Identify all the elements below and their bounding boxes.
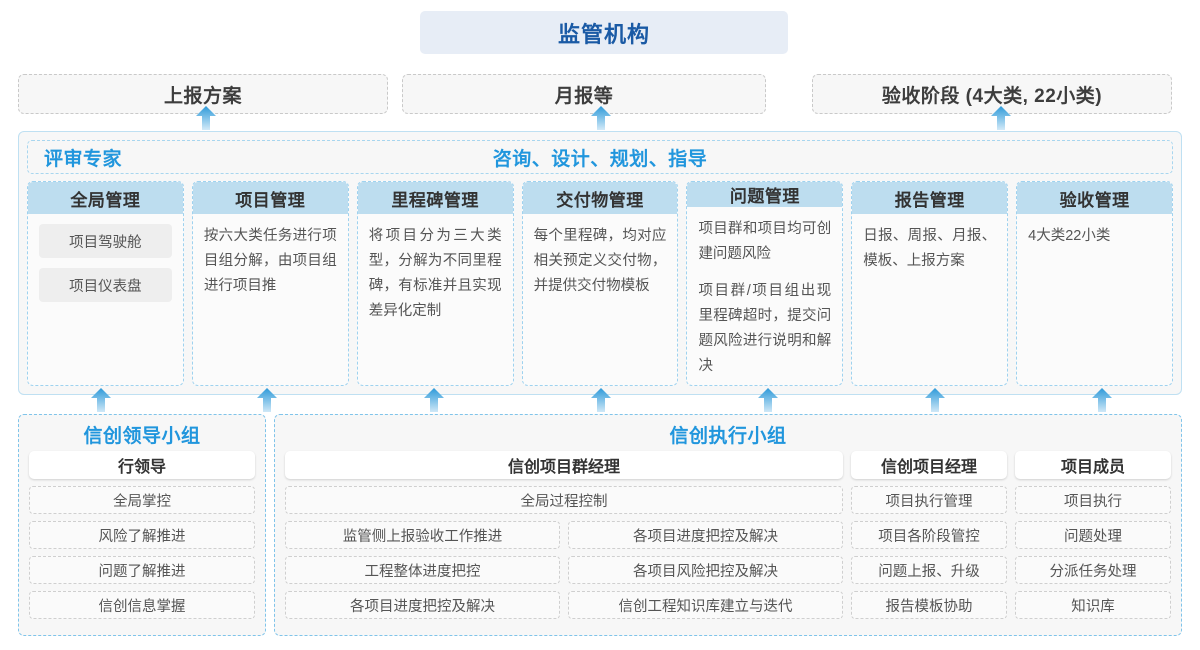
role-item[interactable]: 风险了解推进: [29, 521, 255, 549]
column-paragraph: 每个里程碑，均对应相关预定义交付物，并提供交付物模板: [533, 228, 667, 294]
role-item[interactable]: 问题上报、升级: [851, 556, 1007, 584]
report-row: 上报方案 月报等 验收阶段 (4大类, 22小类): [18, 74, 1182, 114]
role-column-bank-leader: 行领导 全局掌控 风险了解推进 问题了解推进 信创信息掌握: [29, 451, 255, 625]
capability-column-project-management[interactable]: 项目管理 按六大类任务进行项目组分解，由项目组进行项目推: [191, 181, 349, 386]
capability-column-deliverable-management[interactable]: 交付物管理 每个里程碑，均对应相关预定义交付物，并提供交付物模板: [521, 181, 679, 386]
column-body: 4大类22小类: [1017, 214, 1172, 385]
role-item[interactable]: 分派任务处理: [1015, 556, 1171, 584]
role-item[interactable]: 问题了解推进: [29, 556, 255, 584]
team-execution-group: 信创执行小组 信创项目群经理 全局过程控制 监管侧上报验收工作推进 各项目进度把…: [274, 414, 1182, 636]
arrow-up-icon: [991, 106, 1011, 130]
role-item[interactable]: 项目执行: [1015, 486, 1171, 514]
capability-title-consulting: 咨询、设计、规划、指导: [492, 148, 708, 170]
report-item-acceptance-stage: 验收阶段 (4大类, 22小类): [812, 74, 1172, 114]
arrow-up-icon: [257, 388, 277, 412]
role-column-program-manager: 信创项目群经理 全局过程控制 监管侧上报验收工作推进 各项目进度把控及解决 工程…: [285, 451, 843, 625]
role-header: 项目成员: [1015, 451, 1171, 479]
arrow-up-icon: [591, 106, 611, 130]
execution-role-columns: 信创项目群经理 全局过程控制 监管侧上报验收工作推进 各项目进度把控及解决 工程…: [285, 451, 1171, 625]
role-header: 信创项目经理: [851, 451, 1007, 479]
role-item-row: 各项目进度把控及解决 信创工程知识库建立与迭代: [285, 591, 843, 619]
column-body: 项目驾驶舱 项目仪表盘: [28, 214, 183, 385]
column-header: 里程碑管理: [357, 182, 513, 214]
arrow-up-icon: [591, 388, 611, 412]
column-paragraph: 项目群和项目均可创建问题风险: [698, 221, 832, 262]
column-paragraph: 将项目分为三大类型，分解为不同里程碑，有标准并且实现差异化定制: [368, 228, 502, 319]
role-item-row: 监管侧上报验收工作推进 各项目进度把控及解决: [285, 521, 843, 549]
capability-pill[interactable]: 项目仪表盘: [39, 268, 172, 302]
role-item[interactable]: 各项目进度把控及解决: [285, 591, 560, 619]
role-item[interactable]: 全局掌控: [29, 486, 255, 514]
capability-column-report-management[interactable]: 报告管理 日报、周报、月报、模板、上报方案: [851, 181, 1009, 386]
column-paragraph: 4大类22小类: [1028, 228, 1111, 244]
report-item-submission-plan: 上报方案: [18, 74, 388, 114]
arrow-up-icon: [758, 388, 778, 412]
role-column-project-member: 项目成员 项目执行 问题处理 分派任务处理 知识库: [1015, 451, 1171, 625]
report-item-label: 月报等: [554, 85, 614, 107]
arrow-up-icon: [424, 388, 444, 412]
arrow-up-icon: [1092, 388, 1112, 412]
capability-columns: 全局管理 项目驾驶舱 项目仪表盘 项目管理 按六大类任务进行项目组分解，由项目组…: [27, 181, 1174, 386]
role-item[interactable]: 报告模板协助: [851, 591, 1007, 619]
column-header: 交付物管理: [522, 182, 678, 214]
column-paragraph: 按六大类任务进行项目组分解，由项目组进行项目推: [203, 228, 337, 294]
team-title: 信创执行小组: [669, 426, 787, 447]
capability-column-issue-management[interactable]: 问题管理 项目群和项目均可创建问题风险 项目群/项目组出现里程碑超时，提交问题风…: [686, 181, 844, 386]
capability-panel: 评审专家 咨询、设计、规划、指导 全局管理 项目驾驶舱 项目仪表盘 项目管理 按…: [18, 131, 1182, 395]
capability-titlebar: 评审专家 咨询、设计、规划、指导: [27, 140, 1173, 174]
role-column-project-manager: 信创项目经理 项目执行管理 项目各阶段管控 问题上报、升级 报告模板协助: [851, 451, 1007, 625]
role-item[interactable]: 项目执行管理: [851, 486, 1007, 514]
role-item[interactable]: 信创信息掌握: [29, 591, 255, 619]
column-body: 日报、周报、月报、模板、上报方案: [852, 214, 1007, 385]
role-item[interactable]: 各项目进度把控及解决: [568, 521, 843, 549]
column-body: 将项目分为三大类型，分解为不同里程碑，有标准并且实现差异化定制: [358, 214, 513, 385]
report-item-label: 验收阶段 (4大类, 22小类): [881, 85, 1103, 107]
column-body: 每个里程碑，均对应相关预定义交付物，并提供交付物模板: [523, 214, 678, 385]
role-item[interactable]: 各项目风险把控及解决: [568, 556, 843, 584]
role-item[interactable]: 信创工程知识库建立与迭代: [568, 591, 843, 619]
capability-column-acceptance-management[interactable]: 验收管理 4大类22小类: [1016, 181, 1174, 386]
column-header: 报告管理: [852, 182, 1008, 214]
report-item-label: 上报方案: [163, 85, 242, 107]
role-header: 行领导: [29, 451, 255, 479]
report-item-monthly-report: 月报等: [402, 74, 766, 114]
role-item[interactable]: 知识库: [1015, 591, 1171, 619]
role-item[interactable]: 工程整体进度把控: [285, 556, 560, 584]
column-paragraph: 日报、周报、月报、模板、上报方案: [863, 228, 997, 269]
arrow-up-icon: [196, 106, 216, 130]
team-leadership-group: 信创领导小组 行领导 全局掌控 风险了解推进 问题了解推进 信创信息掌握: [18, 414, 266, 636]
column-header: 验收管理: [1017, 182, 1173, 214]
capability-pill[interactable]: 项目驾驶舱: [39, 224, 172, 258]
role-item[interactable]: 监管侧上报验收工作推进: [285, 521, 560, 549]
capability-column-milestone-management[interactable]: 里程碑管理 将项目分为三大类型，分解为不同里程碑，有标准并且实现差异化定制: [356, 181, 514, 386]
teams-row: 信创领导小组 行领导 全局掌控 风险了解推进 问题了解推进 信创信息掌握 信创执…: [18, 414, 1182, 636]
role-item[interactable]: 问题处理: [1015, 521, 1171, 549]
capability-title-review-experts: 评审专家: [44, 148, 123, 170]
column-header: 项目管理: [192, 182, 348, 214]
role-header: 信创项目群经理: [285, 451, 843, 479]
column-body: 项目群和项目均可创建问题风险 项目群/项目组出现里程碑超时，提交问题风险进行说明…: [687, 207, 842, 385]
column-paragraph: 项目群/项目组出现里程碑超时，提交问题风险进行说明和解决: [698, 283, 832, 374]
capability-column-global-management[interactable]: 全局管理 项目驾驶舱 项目仪表盘: [27, 181, 184, 386]
arrow-up-icon: [925, 388, 945, 412]
column-header: 问题管理: [687, 182, 843, 207]
team-title: 信创领导小组: [83, 426, 201, 447]
regulator-header: 监管机构: [420, 11, 788, 54]
role-item-row: 工程整体进度把控 各项目风险把控及解决: [285, 556, 843, 584]
role-item[interactable]: 项目各阶段管控: [851, 521, 1007, 549]
arrow-up-icon: [91, 388, 111, 412]
regulator-title: 监管机构: [557, 21, 650, 47]
column-body: 按六大类任务进行项目组分解，由项目组进行项目推: [193, 214, 348, 385]
column-header: 全局管理: [28, 182, 183, 214]
role-item[interactable]: 全局过程控制: [285, 486, 843, 514]
